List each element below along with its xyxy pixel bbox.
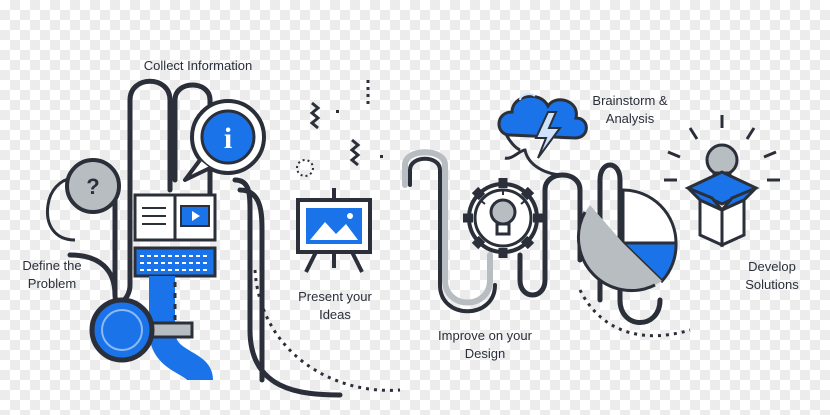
label-line: Problem xyxy=(27,276,77,291)
cloud-icon xyxy=(497,93,588,140)
lightning-icon xyxy=(534,111,562,159)
label-collect-information: Collect Information xyxy=(128,57,268,75)
label-line: Ideas xyxy=(319,307,351,322)
label-develop-solutions: Develop Solutions xyxy=(732,258,812,294)
book-page-left xyxy=(133,193,177,242)
magnifier-handle xyxy=(146,321,194,339)
label-brainstorm-analysis: Brainstorm & Analysis xyxy=(580,92,680,128)
label-define-problem: Define the Problem xyxy=(12,257,92,293)
play-icon xyxy=(192,211,200,221)
label-line: Solutions xyxy=(745,277,799,292)
label-line: Collect Information xyxy=(143,58,253,73)
open-box-icon xyxy=(684,170,760,248)
rays-decoration xyxy=(664,115,780,182)
label-line: Develop xyxy=(748,259,796,274)
flow-right-up xyxy=(597,162,663,325)
label-line: Brainstorm & xyxy=(592,93,668,108)
info-icon xyxy=(200,109,256,165)
label-line: Design xyxy=(464,346,506,361)
flow-u-gray xyxy=(402,149,493,306)
label-present-ideas: Present your Ideas xyxy=(285,288,385,324)
info-bubble-tail xyxy=(183,158,211,182)
magnifier-glass-icon xyxy=(89,297,155,363)
flow-u-dark xyxy=(408,156,497,314)
flow-dashed-left xyxy=(253,269,401,392)
flow-right-loop xyxy=(517,172,583,298)
label-line: Present your xyxy=(298,289,372,304)
question-bubble xyxy=(65,158,121,214)
dotted-circle-decoration xyxy=(296,159,314,177)
pie-chart-icon xyxy=(577,188,678,293)
info-glyph: i xyxy=(224,122,232,155)
label-line: Define the xyxy=(22,258,82,273)
squiggle-decoration xyxy=(349,138,361,167)
question-mark-icon: ? xyxy=(86,174,99,199)
label-improve-design: Improve on your Design xyxy=(425,327,545,363)
flow-left-loop xyxy=(67,78,173,305)
easel-icon xyxy=(296,188,372,273)
label-line: Improve on your xyxy=(438,328,532,343)
flow-dashed-right xyxy=(578,289,691,338)
magnifier-ring xyxy=(101,309,143,351)
dot-decoration xyxy=(336,110,339,113)
label-line: Analysis xyxy=(605,111,655,126)
keyboard-keys xyxy=(140,255,210,271)
squiggle-decoration xyxy=(309,101,321,130)
head-silhouette-left xyxy=(45,176,76,242)
dot-decoration xyxy=(380,155,383,158)
gear-bulb-icon xyxy=(463,178,543,258)
flow-middle-curve xyxy=(232,177,343,398)
